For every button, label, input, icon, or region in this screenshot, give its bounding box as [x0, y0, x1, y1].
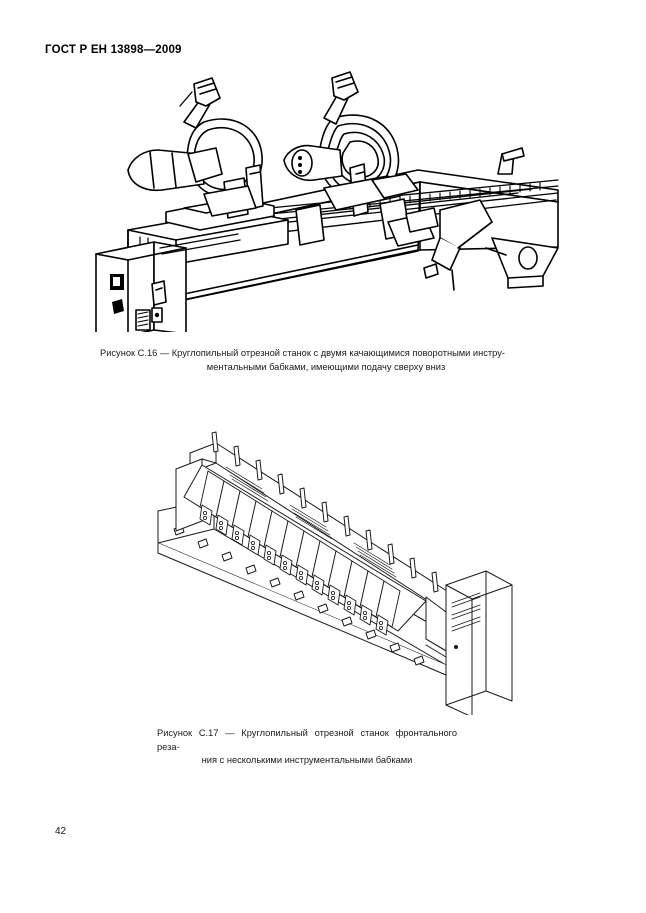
- right-saw-head-c16: [283, 71, 419, 217]
- end-stop-lever-c16: [497, 147, 525, 175]
- figure-c16-caption-line1: Рисунок С.16 — Круглопильный отрезной ст…: [100, 348, 505, 358]
- cabinet-cable-c17: [425, 638, 447, 658]
- saw-unit-row-c17: [183, 464, 427, 636]
- chip-chute-c16: [423, 199, 493, 291]
- figure-c17-illustration: [150, 425, 520, 715]
- left-saw-head-c16: [127, 77, 264, 219]
- base-fittings-c17: [173, 525, 425, 666]
- page-number: 42: [55, 826, 67, 837]
- right-support-leg-c16: [485, 237, 559, 289]
- figure-c16-caption: Рисунок С.16 — Круглопильный отрезной ст…: [100, 347, 552, 374]
- standard-header: ГОСТ Р ЕН 13898—2009: [45, 44, 182, 56]
- figure-c17-caption: Рисунок С.17 — Круглопильный отрезной ст…: [157, 727, 457, 768]
- figure-c17-caption-line1: Рисунок С.17 — Круглопильный отрезной ст…: [157, 728, 457, 752]
- control-cabinet-c17: [445, 570, 513, 715]
- figure-c16-illustration: [88, 62, 568, 332]
- hoses-c16: [159, 233, 241, 255]
- figure-c17-caption-line2: ния с несколькими инструментальными бабк…: [201, 755, 413, 765]
- figure-c16-caption-line2: ментальными бабками, имеющими подачу све…: [206, 361, 446, 372]
- vertical-posts-c17: [211, 431, 439, 593]
- control-cabinet-c16: [95, 241, 187, 332]
- workpiece-clamps-c16: [295, 198, 439, 247]
